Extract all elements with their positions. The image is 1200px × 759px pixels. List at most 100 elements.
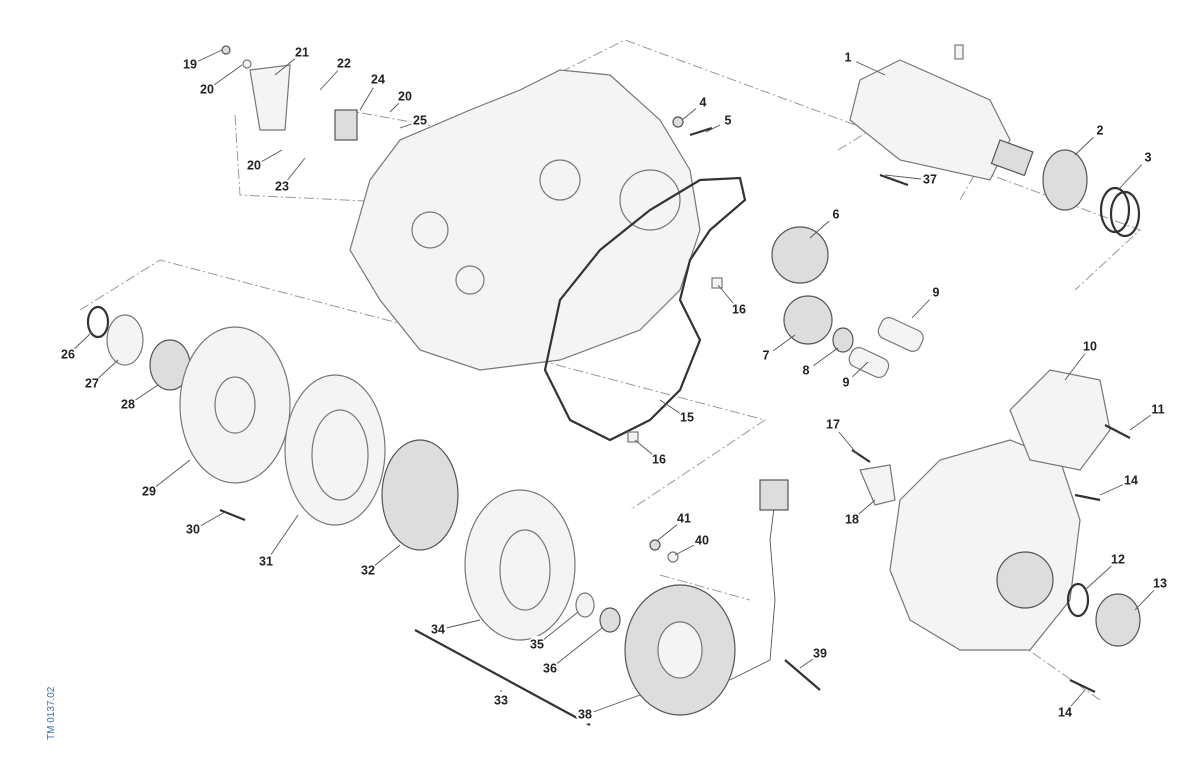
stator: [624, 479, 821, 716]
callout-background: [678, 409, 696, 427]
callout-39: 39: [813, 646, 827, 660]
callout-6: 6: [833, 207, 840, 221]
callout-11: 11: [1151, 402, 1164, 416]
callout-background: [827, 206, 845, 224]
callout-20: 20: [398, 89, 412, 103]
side-cover: [859, 369, 1141, 651]
leader-line: [549, 627, 603, 670]
callout-8: 8: [803, 363, 810, 377]
callout-20: 20: [200, 82, 214, 96]
callout-background: [273, 178, 291, 196]
callout-22: 22: [337, 56, 351, 70]
callout-background: [492, 692, 510, 710]
gasket: [543, 176, 747, 442]
callout-7: 7: [763, 348, 770, 362]
leader-line: [584, 694, 641, 716]
callout-background: [837, 374, 855, 392]
callout-32: 32: [361, 563, 375, 577]
callout-background: [396, 88, 414, 106]
callout-40: 40: [695, 533, 709, 547]
starter-motor: [849, 44, 1034, 181]
callout-19: 19: [183, 57, 197, 71]
callout-4: 4: [700, 95, 707, 109]
callout-background: [839, 49, 857, 67]
callout-background: [730, 301, 748, 319]
callout-background: [541, 660, 559, 678]
bearing: [1042, 149, 1088, 211]
callout-background: [335, 55, 353, 73]
callout-23: 23: [275, 179, 289, 193]
callout-background: [83, 375, 101, 393]
callout-background: [811, 645, 829, 663]
crankcase: [349, 69, 701, 371]
callout-background: [119, 396, 137, 414]
callout-37: 37: [923, 172, 937, 186]
callout-9: 9: [933, 285, 940, 299]
callout-36: 36: [543, 661, 557, 675]
callout-41: 41: [677, 511, 691, 525]
callout-29: 29: [142, 484, 156, 498]
callout-5: 5: [725, 113, 732, 127]
callouts: 1234567899101112131414151616171819202122…: [59, 44, 1169, 724]
callout-17: 17: [826, 417, 840, 431]
callout-15: 15: [680, 410, 694, 424]
callout-18: 18: [845, 512, 859, 526]
callout-14: 14: [1124, 473, 1138, 487]
callout-background: [59, 346, 77, 364]
callout-2: 2: [1097, 123, 1104, 137]
callout-background: [719, 112, 737, 130]
callout-background: [411, 112, 429, 130]
callout-26: 26: [61, 347, 75, 361]
callout-background: [1109, 551, 1127, 569]
callout-background: [257, 553, 275, 571]
callout-background: [1151, 575, 1169, 593]
callout-20: 20: [247, 158, 261, 172]
callout-background: [198, 81, 216, 99]
callout-16: 16: [732, 302, 746, 316]
callout-background: [245, 157, 263, 175]
callout-25: 25: [413, 113, 427, 127]
callout-background: [359, 562, 377, 580]
callout-35: 35: [530, 637, 544, 651]
callout-background: [576, 706, 594, 724]
callout-background: [429, 621, 447, 639]
callout-background: [1091, 122, 1109, 140]
callout-28: 28: [121, 397, 135, 411]
callout-background: [369, 71, 387, 89]
callout-background: [1139, 149, 1157, 167]
fasteners: [219, 45, 1131, 693]
callout-12: 12: [1111, 552, 1125, 566]
callout-3: 3: [1145, 150, 1152, 164]
callout-21: 21: [295, 45, 309, 59]
callout-background: [797, 362, 815, 380]
callout-background: [757, 347, 775, 365]
diagram-code: TM 0137.02: [46, 686, 57, 740]
callout-13: 13: [1153, 576, 1167, 590]
callout-27: 27: [85, 376, 99, 390]
callout-10: 10: [1083, 339, 1097, 353]
callout-1: 1: [845, 50, 852, 64]
callout-34: 34: [431, 622, 445, 636]
callout-background: [843, 511, 861, 529]
callout-background: [528, 636, 546, 654]
callout-background: [824, 416, 842, 434]
callout-background: [184, 521, 202, 539]
callout-background: [293, 44, 311, 62]
callout-background: [140, 483, 158, 501]
o-rings: [1099, 186, 1141, 238]
callout-14: 14: [1058, 705, 1072, 719]
callout-background: [694, 94, 712, 112]
callout-33: 33: [494, 693, 508, 707]
flywheel-group: [86, 305, 621, 726]
callout-background: [650, 451, 668, 469]
callout-background: [927, 284, 945, 302]
callout-background: [675, 510, 693, 528]
callout-background: [1149, 401, 1167, 419]
callout-38: 38: [578, 707, 592, 721]
callout-background: [1122, 472, 1140, 490]
callout-30: 30: [186, 522, 200, 536]
callout-background: [693, 532, 711, 550]
callout-16: 16: [652, 452, 666, 466]
callout-9: 9: [843, 375, 850, 389]
